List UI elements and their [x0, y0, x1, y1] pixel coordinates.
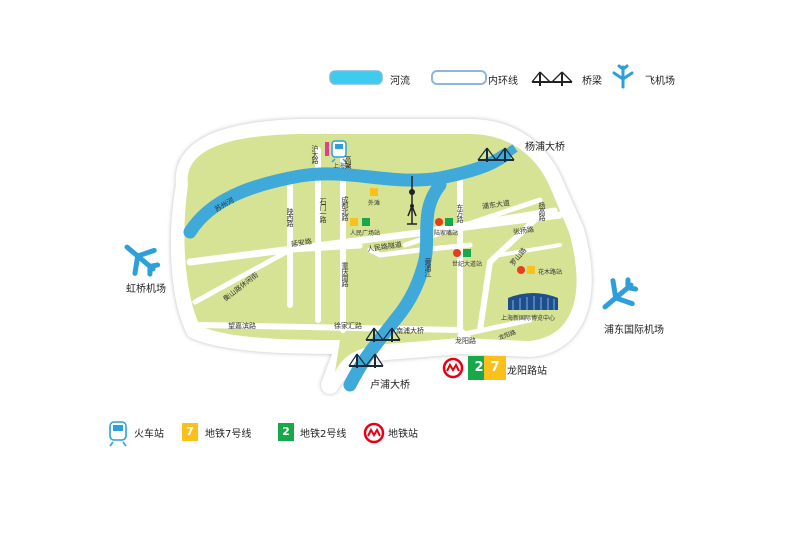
yangpu-bridge-label: 杨浦大桥	[525, 142, 565, 153]
legend-ring-swatch	[431, 70, 487, 85]
river-east	[502, 144, 518, 159]
lujiazui-metro-marker	[435, 218, 453, 226]
expo-center-icon	[508, 293, 558, 310]
road-dongfang: 东方路	[456, 204, 464, 222]
legend-line7-badge: 7	[182, 423, 198, 441]
waitan-marker	[370, 188, 378, 196]
legend-airport-icon	[612, 64, 634, 89]
road-shaanxi: 陕西路	[286, 208, 294, 226]
hongqiao-airport-icon	[124, 244, 161, 277]
legend-train-label: 火车站	[134, 429, 164, 440]
huangpu-river-label: 黄浦江	[424, 258, 432, 276]
suzhou-creek	[183, 148, 512, 239]
nanpu-bridge-icon	[365, 327, 401, 342]
longyang-line7-badge: 7	[484, 356, 506, 380]
nanpu-bridge-label: 南浦大桥	[396, 327, 424, 335]
station-waitan: 外滩	[368, 200, 381, 207]
huangpu-river	[343, 178, 447, 392]
station-huamu: 花木路站	[538, 269, 563, 276]
station-century: 世纪大道站	[452, 261, 483, 268]
legend-metro-label: 地铁站	[388, 429, 418, 440]
legend-river-swatch	[329, 70, 383, 85]
shanghai-station-icon	[331, 140, 347, 163]
longyang-metro-logo	[442, 357, 464, 379]
pudong-airport-label: 浦东国际机场	[604, 325, 664, 336]
road-shimen: 石门一路	[319, 198, 327, 222]
longyang-road-label: 龙阳路	[455, 337, 476, 345]
pudong-airport-icon	[602, 277, 639, 310]
station-renmin: 人民广场站	[350, 230, 381, 237]
station-pink-marker	[325, 142, 329, 156]
road-gaojia: 高架	[344, 156, 352, 168]
lupu-bridge-icon	[348, 353, 384, 368]
legend-line2-label: 地铁2号线	[300, 429, 347, 440]
road-yanggao: 杨高路	[538, 202, 546, 220]
legend-bridge-icon	[531, 71, 573, 86]
legend-train-icon	[109, 421, 127, 447]
road-hutai: 沪太路	[311, 145, 319, 163]
road-xujiahui: 徐家汇路	[334, 322, 362, 330]
pearl-tower-icon	[407, 176, 417, 225]
renmin-metro-marker	[350, 218, 370, 226]
station-lujiazui: 陆家嘴站	[434, 230, 459, 237]
legend-line7-label: 地铁7号线	[205, 429, 252, 440]
yangpu-bridge-icon	[477, 147, 515, 162]
road-wangyue: 望嘉滨路	[228, 322, 256, 330]
road-chongqing: 重庆南路	[341, 262, 349, 286]
legend-bridge-label: 桥梁	[582, 76, 602, 87]
century-metro-marker	[453, 249, 471, 257]
legend-line2-badge: 2	[278, 423, 294, 441]
station-shanghai: 上海站	[333, 163, 352, 170]
huamu-metro-marker	[517, 266, 535, 274]
legend-river-label: 河流	[390, 76, 410, 87]
road-chengdu: 成都北路	[341, 196, 349, 220]
legend-ring-label: 内环线	[488, 76, 518, 87]
lupu-bridge-label: 卢浦大桥	[370, 380, 410, 391]
expo-label: 上海新国际博览中心	[501, 315, 556, 322]
hongqiao-label: 虹桥机场	[126, 284, 166, 295]
longyang-station-label: 龙阳路站	[507, 366, 547, 377]
legend-airport-label: 飞机场	[645, 76, 675, 87]
legend-metro-icon	[363, 422, 385, 444]
